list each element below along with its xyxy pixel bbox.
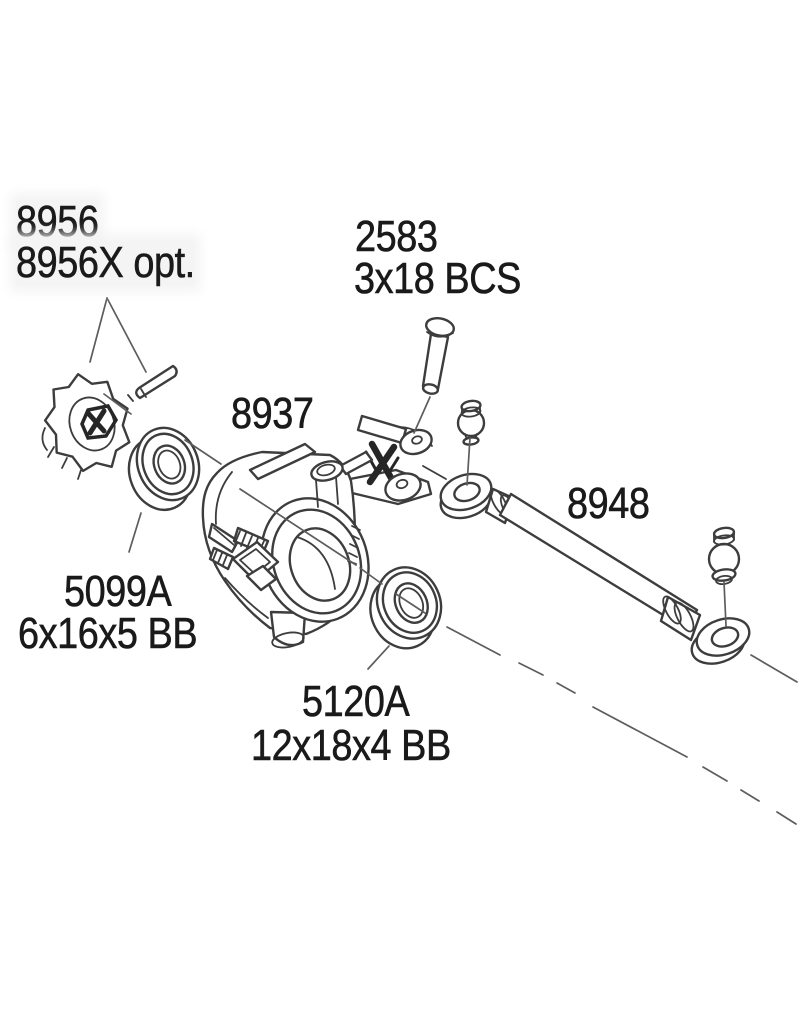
part-label-8956x-opt: 8956X opt. — [16, 238, 195, 287]
part-label-5099a-spec: 6x16x5 BB — [18, 609, 198, 658]
part-label-5120a: 5120A — [302, 677, 410, 726]
screw-2583-drawing — [421, 316, 456, 395]
steering-knuckle-drawing — [201, 442, 374, 649]
part-label-8937: 8937 — [231, 389, 314, 438]
knuckle-arm-drawing — [348, 414, 447, 506]
leader-lines — [89, 297, 798, 825]
part-label-2583-spec: 3x18 BCS — [354, 254, 522, 303]
part-label-5099a: 5099A — [64, 567, 172, 616]
ball-stud-right-drawing — [707, 526, 741, 586]
part-label-8948: 8948 — [567, 479, 650, 528]
part-label-5120a-spec: 12x18x4 BB — [251, 721, 452, 770]
tie-rod-drawing — [439, 472, 751, 665]
wheel-nut-drawing — [41, 373, 131, 480]
part-label-8956: 8956 — [16, 197, 99, 246]
bearing-5120a-drawing — [369, 566, 443, 650]
bearing-5099a-drawing — [127, 426, 201, 511]
pin-drawing — [127, 364, 178, 402]
part-label-2583: 2583 — [355, 212, 438, 261]
ball-stud-left-drawing — [456, 399, 486, 446]
